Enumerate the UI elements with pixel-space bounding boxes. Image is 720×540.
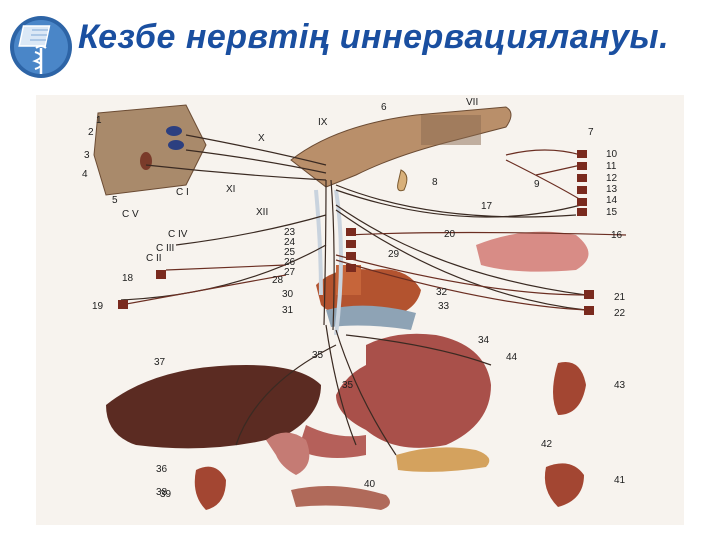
label-21: 21 bbox=[614, 292, 626, 303]
label-4: 4 bbox=[82, 169, 88, 180]
label-6: 6 bbox=[381, 102, 387, 113]
label-c4: C IV bbox=[168, 229, 188, 240]
label-c1: C I bbox=[176, 187, 189, 198]
label-19: 19 bbox=[92, 301, 104, 312]
label-c2: C II bbox=[146, 253, 162, 264]
label-28: 28 bbox=[272, 275, 284, 286]
label-35-lower: 35 bbox=[342, 380, 354, 391]
label-17: 17 bbox=[481, 201, 493, 212]
label-c5: C V bbox=[122, 209, 139, 220]
label-35-upper: 35 bbox=[312, 350, 324, 361]
label-vii: VII bbox=[466, 97, 478, 108]
label-39: 39 bbox=[160, 489, 172, 500]
label-xi: XI bbox=[226, 184, 235, 195]
label-22: 22 bbox=[614, 308, 626, 319]
label-16: 16 bbox=[611, 230, 623, 241]
label-5: 5 bbox=[112, 195, 118, 206]
label-43: 43 bbox=[614, 380, 626, 391]
label-26: 26 bbox=[284, 257, 296, 268]
label-30: 30 bbox=[282, 289, 294, 300]
label-41: 41 bbox=[614, 475, 626, 486]
label-20: 20 bbox=[444, 229, 456, 240]
label-40: 40 bbox=[364, 479, 376, 490]
label-31: 31 bbox=[282, 305, 294, 316]
label-44: 44 bbox=[506, 352, 518, 363]
label-42: 42 bbox=[541, 439, 553, 450]
label-34: 34 bbox=[478, 335, 490, 346]
label-7: 7 bbox=[588, 127, 594, 138]
label-8: 8 bbox=[432, 177, 438, 188]
label-15: 15 bbox=[606, 207, 618, 218]
label-1: 1 bbox=[96, 115, 102, 126]
label-13: 13 bbox=[606, 184, 618, 195]
label-14: 14 bbox=[606, 195, 618, 206]
label-23: 23 bbox=[284, 227, 296, 238]
label-37: 37 bbox=[154, 357, 166, 368]
label-18: 18 bbox=[122, 273, 134, 284]
label-x: X bbox=[258, 133, 265, 144]
label-xii: XII bbox=[256, 207, 268, 218]
label-9: 9 bbox=[534, 179, 540, 190]
vagus-nerve-innervation-illustration: 1 2 3 4 5 6 VII IX X 7 XI XII 8 9 10 11 … bbox=[36, 95, 684, 525]
label-2: 2 bbox=[88, 127, 94, 138]
label-ix: IX bbox=[318, 117, 328, 128]
label-25: 25 bbox=[284, 247, 296, 258]
label-10: 10 bbox=[606, 149, 618, 160]
label-24: 24 bbox=[284, 237, 296, 248]
label-36: 36 bbox=[156, 464, 168, 475]
slide-header: Кезбе нервтің иннервациялануы. bbox=[0, 0, 720, 92]
label-3: 3 bbox=[84, 150, 90, 161]
label-32: 32 bbox=[436, 287, 448, 298]
label-11: 11 bbox=[606, 161, 617, 172]
label-c3: C III bbox=[156, 243, 174, 254]
medical-caduceus-icon bbox=[8, 14, 74, 80]
label-38: 38 bbox=[156, 487, 168, 498]
label-27: 27 bbox=[284, 267, 296, 278]
slide-title: Кезбе нервтің иннервациялануы. bbox=[78, 18, 670, 56]
label-29: 29 bbox=[388, 249, 400, 260]
label-33: 33 bbox=[438, 301, 450, 312]
label-12: 12 bbox=[606, 173, 618, 184]
